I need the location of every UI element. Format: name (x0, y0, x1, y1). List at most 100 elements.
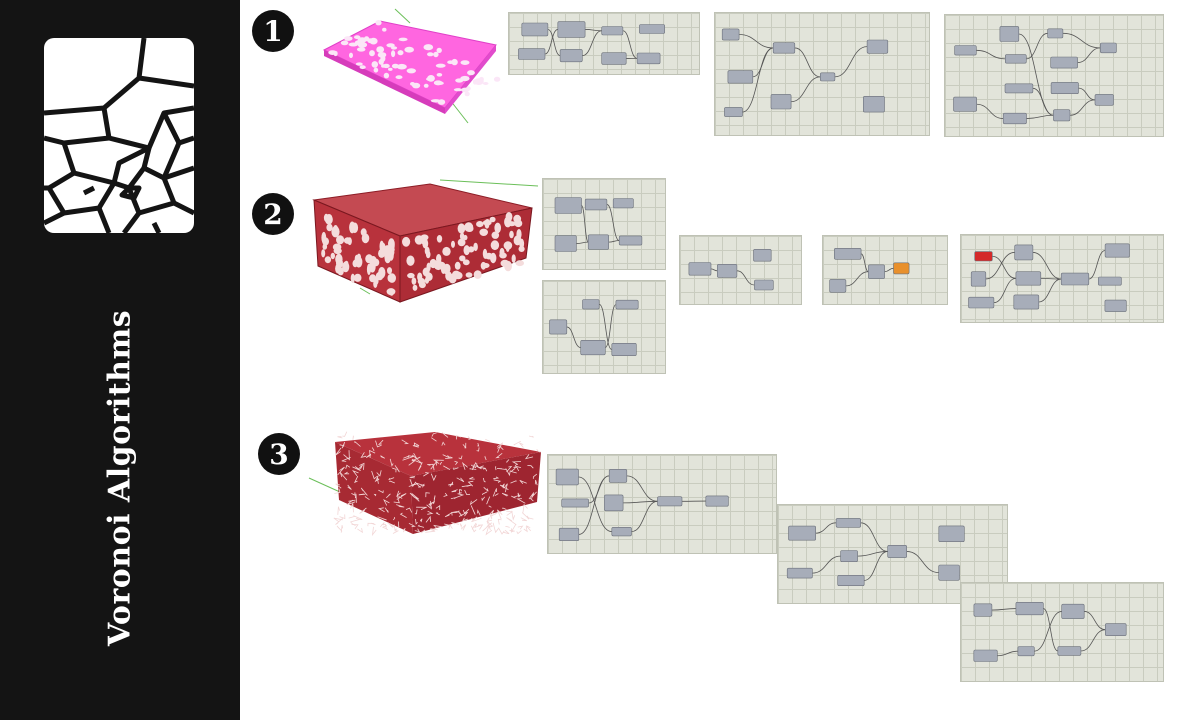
component-node (582, 299, 600, 310)
box-hole (347, 237, 352, 246)
voronoi-edge (511, 524, 516, 534)
grasshopper-canvas[interactable] (547, 454, 777, 554)
voronoi-edge (439, 461, 443, 465)
voronoi-edge (517, 492, 520, 498)
step-number-badge: 3 (258, 433, 300, 475)
voronoi-edge (396, 490, 401, 497)
voronoi-edge (416, 506, 427, 510)
voronoi-edge (482, 477, 486, 483)
voronoi-edge (532, 473, 538, 479)
voronoi-edge (408, 522, 416, 528)
grasshopper-canvas[interactable] (508, 12, 700, 75)
grasshopper-canvas[interactable] (960, 234, 1164, 323)
component-node (587, 234, 610, 250)
slab-hole (410, 82, 415, 86)
slab-hole (395, 75, 403, 80)
box-hole (411, 277, 417, 285)
box-hole (491, 231, 500, 239)
voronoi-edge (485, 438, 491, 442)
voronoi-edge (441, 441, 446, 446)
slab-hole (433, 51, 439, 58)
component-node (601, 26, 624, 36)
voronoi-edge (527, 465, 534, 469)
box-hole (459, 255, 466, 262)
box-hole (333, 225, 338, 232)
box-hole (350, 273, 355, 283)
voronoi-edge (351, 524, 359, 530)
wire (976, 103, 1004, 119)
voronoi-edge (513, 466, 520, 472)
wire (739, 34, 774, 49)
box-hole (436, 235, 443, 243)
grasshopper-canvas[interactable] (960, 582, 1164, 682)
component-node (721, 28, 740, 41)
box-hole (386, 288, 396, 296)
component-node (753, 249, 772, 262)
voronoi-edge (409, 492, 420, 502)
grasshopper-canvas[interactable] (679, 235, 802, 305)
node-graph (688, 249, 774, 291)
slab-hole (369, 50, 375, 57)
box-hole (412, 284, 418, 291)
voronoi-edge (403, 455, 410, 459)
box-hole (511, 254, 516, 263)
voronoi-edge (352, 470, 359, 476)
step-number-badge: 1 (252, 10, 294, 52)
box-hole (462, 259, 470, 266)
slab-hole (406, 68, 416, 74)
grasshopper-canvas[interactable] (542, 178, 666, 270)
wire (1034, 611, 1062, 652)
wire (1038, 278, 1062, 303)
grasshopper-canvas[interactable] (542, 280, 666, 374)
box-hole (473, 270, 482, 279)
voronoi-edge (513, 440, 521, 446)
component-node (615, 299, 639, 310)
box-hole (507, 221, 516, 227)
voronoi-edge (477, 509, 481, 516)
slab-hole (364, 36, 370, 42)
slab-hole (435, 63, 446, 68)
voronoi-edge (481, 496, 486, 502)
voronoi-edge (357, 528, 363, 534)
component-node (968, 296, 995, 309)
grasshopper-canvas[interactable] (944, 14, 1164, 137)
slab-hole (467, 70, 475, 76)
component-node (1104, 243, 1130, 258)
voronoi-edge (521, 512, 530, 520)
component-node (1094, 94, 1114, 106)
box-hole (499, 247, 505, 258)
voronoi-edge (392, 530, 400, 534)
box-hole (337, 267, 344, 276)
component-node (974, 251, 993, 262)
voronoi-edge (497, 518, 502, 525)
voronoi-edge (516, 530, 522, 535)
voronoi-box-icon (312, 179, 539, 303)
wire (606, 204, 620, 241)
voronoi-edge (470, 518, 475, 520)
voronoi-edge (448, 524, 453, 529)
box-hole (384, 250, 390, 261)
component-node (521, 22, 549, 37)
voronoi-edge (470, 505, 476, 515)
slab-hole (391, 50, 396, 58)
voronoi-edge (444, 513, 450, 518)
voronoi-edge (492, 488, 497, 497)
box-hole (459, 232, 465, 240)
slab-hole (369, 37, 378, 45)
voronoi-edge (488, 505, 492, 508)
voronoi-edge (377, 516, 387, 521)
voronoi-edge (336, 525, 343, 532)
voronoi-edge (460, 524, 467, 531)
voronoi-edge (433, 495, 436, 505)
box-hole (324, 256, 332, 264)
grasshopper-canvas[interactable] (714, 12, 930, 136)
component-node (970, 271, 987, 287)
component-node (938, 525, 965, 542)
voronoi-edge (432, 459, 444, 464)
voronoi-edge (495, 466, 497, 471)
grasshopper-canvas[interactable] (822, 235, 948, 305)
slab-hole (437, 99, 446, 105)
voronoi-edge (519, 442, 524, 448)
voronoi-edge (340, 525, 343, 533)
box-hole (352, 259, 358, 268)
